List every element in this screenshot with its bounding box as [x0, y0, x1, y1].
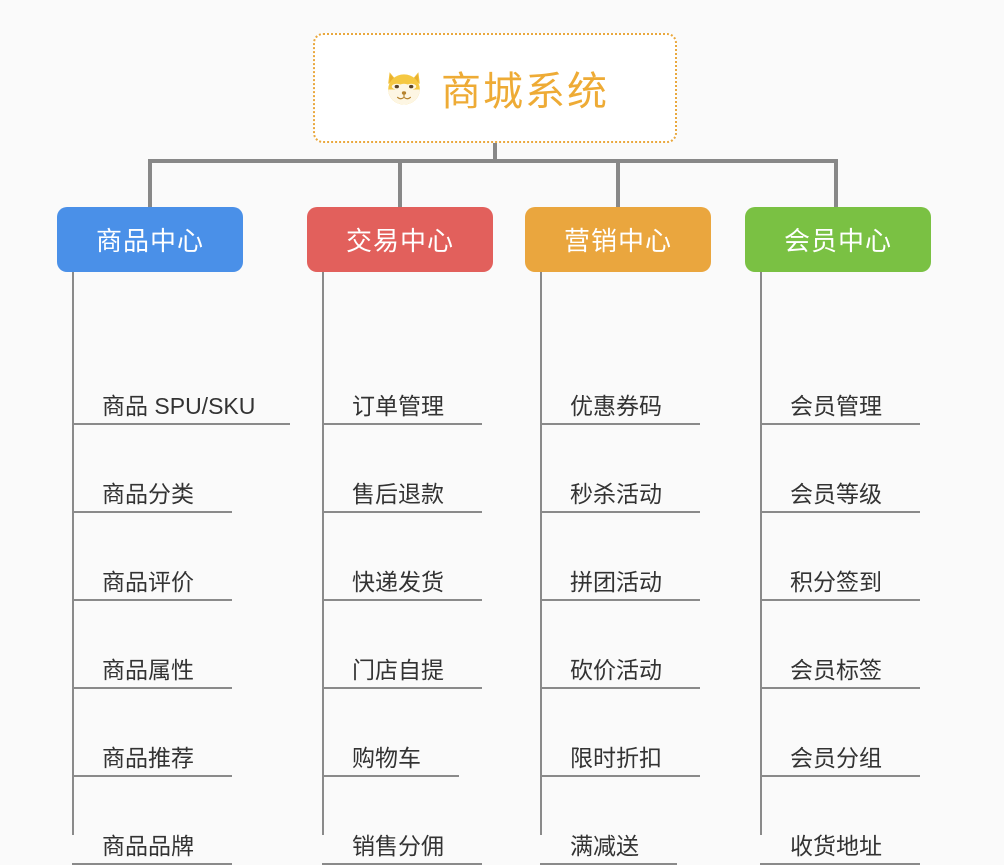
- leaf-item[interactable]: 秒杀活动: [540, 425, 700, 513]
- branch-column-4: 会员中心 会员管理 会员等级 积分签到 会员标签 会员分组 收货地址: [745, 207, 931, 865]
- leaf-label: 商品分类: [102, 480, 194, 507]
- leaf-label: 会员管理: [790, 392, 882, 419]
- leaf-label: 拼团活动: [570, 568, 662, 595]
- leaf-item[interactable]: 收货地址: [760, 777, 920, 865]
- connector-horizontal-bus: [148, 159, 838, 163]
- mindmap-canvas: 商城系统 商品中心 商品 SPU/SKU 商品分类 商品评价 商品属性 商品推荐…: [57, 33, 931, 865]
- leaf-label: 销售分佣: [352, 832, 444, 859]
- leaf-label: 会员分组: [790, 744, 882, 771]
- branch-column-2: 交易中心 订单管理 售后退款 快递发货 门店自提 购物车 销售分佣: [307, 207, 493, 865]
- leaf-label: 快递发货: [352, 568, 444, 595]
- leaf-item[interactable]: 满减送: [540, 777, 677, 865]
- leaf-item[interactable]: 门店自提: [322, 601, 482, 689]
- leaf-label: 限时折扣: [570, 744, 662, 771]
- leaf-label: 商品品牌: [102, 832, 194, 859]
- leaf-label: 售后退款: [352, 480, 444, 507]
- connector-root-stem: [493, 143, 497, 162]
- leaf-item[interactable]: 售后退款: [322, 425, 482, 513]
- leaf-label: 商品推荐: [102, 744, 194, 771]
- root-node-shop-system[interactable]: 商城系统: [313, 33, 677, 143]
- category-label-1: 商品中心: [95, 226, 204, 256]
- leaf-label: 商品属性: [102, 656, 194, 683]
- leaf-item[interactable]: 积分签到: [760, 513, 920, 601]
- leaf-item[interactable]: 快递发货: [322, 513, 482, 601]
- connector-drop-3: [616, 159, 620, 207]
- leaf-item[interactable]: 商品属性: [72, 601, 232, 689]
- leaf-item[interactable]: 限时折扣: [540, 689, 700, 777]
- leaf-item[interactable]: 会员等级: [760, 425, 920, 513]
- category-label-4: 会员中心: [783, 226, 892, 256]
- leaf-item[interactable]: 销售分佣: [322, 777, 482, 865]
- leaf-item[interactable]: 优惠券码: [540, 337, 700, 425]
- category-header-1[interactable]: 商品中心: [57, 207, 243, 272]
- leaf-label: 收货地址: [790, 832, 882, 859]
- leaf-label: 砍价活动: [570, 656, 662, 683]
- leaf-label: 订单管理: [352, 392, 444, 419]
- shiba-dog-face-icon: [381, 65, 427, 111]
- leaf-item[interactable]: 购物车: [322, 689, 459, 777]
- leaf-label: 秒杀活动: [570, 480, 662, 507]
- leaf-label: 积分签到: [790, 568, 882, 595]
- leaf-item[interactable]: 商品评价: [72, 513, 232, 601]
- leaf-label: 优惠券码: [570, 392, 662, 419]
- leaf-label: 门店自提: [352, 656, 444, 683]
- leaf-item[interactable]: 商品品牌: [72, 777, 232, 865]
- leaf-item[interactable]: 订单管理: [322, 337, 482, 425]
- leaf-item[interactable]: 会员管理: [760, 337, 920, 425]
- leaf-label: 满减送: [570, 832, 639, 859]
- branch-column-3: 营销中心 优惠券码 秒杀活动 拼团活动 砍价活动 限时折扣 满减送: [525, 207, 711, 865]
- leaf-item[interactable]: 会员分组: [760, 689, 920, 777]
- leaf-item[interactable]: 商品 SPU/SKU: [72, 337, 290, 425]
- connector-drop-4: [834, 159, 838, 207]
- leaf-label: 会员标签: [790, 656, 882, 683]
- category-header-4[interactable]: 会员中心: [745, 207, 931, 272]
- connector-drop-1: [148, 159, 152, 207]
- root-node-title: 商城系统: [441, 70, 609, 114]
- branch-spine-2: [322, 272, 324, 835]
- leaf-label: 购物车: [352, 744, 421, 771]
- leaf-item[interactable]: 拼团活动: [540, 513, 700, 601]
- branch-spine-1: [72, 272, 74, 835]
- category-label-3: 营销中心: [563, 226, 672, 256]
- leaf-label: 商品评价: [102, 568, 194, 595]
- branch-spine-4: [760, 272, 762, 835]
- leaf-item[interactable]: 商品推荐: [72, 689, 232, 777]
- leaf-label: 商品 SPU/SKU: [102, 392, 256, 419]
- leaf-label: 会员等级: [790, 480, 882, 507]
- connector-drop-2: [398, 159, 402, 207]
- leaf-item[interactable]: 会员标签: [760, 601, 920, 689]
- category-header-3[interactable]: 营销中心: [525, 207, 711, 272]
- leaf-item[interactable]: 商品分类: [72, 425, 232, 513]
- category-label-2: 交易中心: [345, 226, 454, 256]
- branch-spine-3: [540, 272, 542, 835]
- branch-column-1: 商品中心 商品 SPU/SKU 商品分类 商品评价 商品属性 商品推荐 商品品牌: [57, 207, 290, 865]
- category-header-2[interactable]: 交易中心: [307, 207, 493, 272]
- leaf-item[interactable]: 砍价活动: [540, 601, 700, 689]
